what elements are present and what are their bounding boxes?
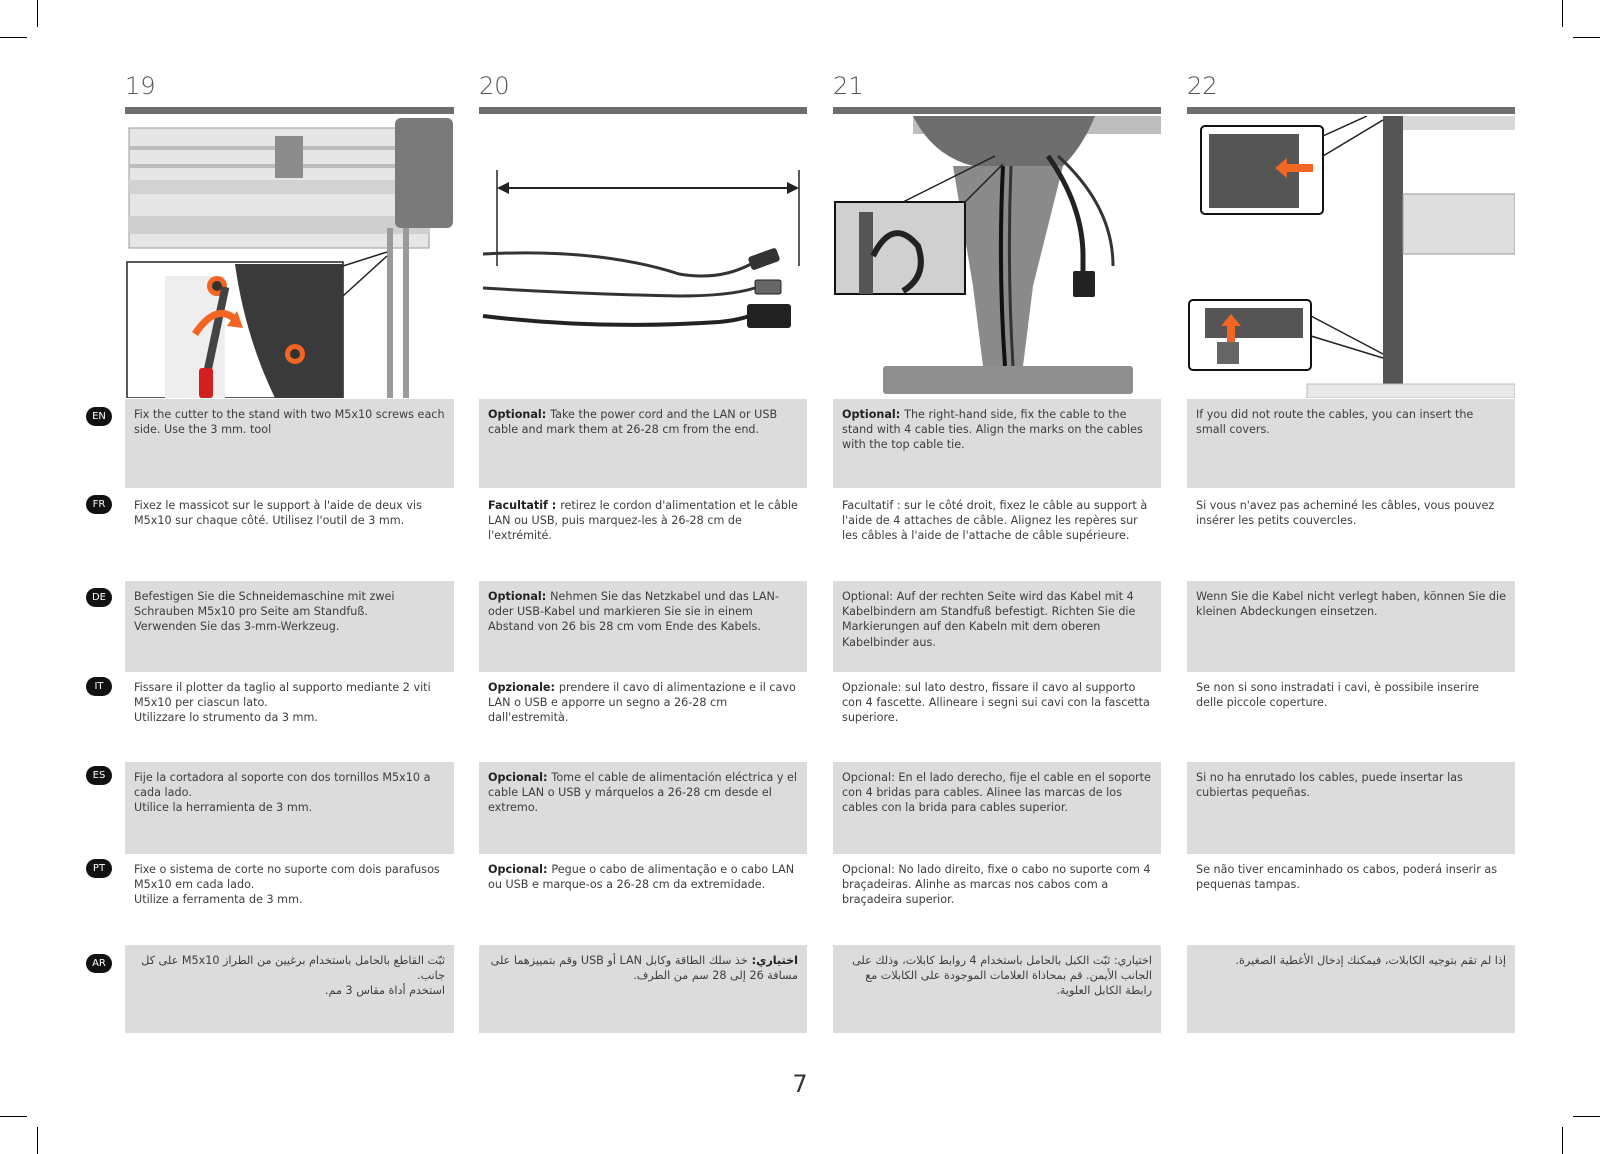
crop-mark (37, 1127, 38, 1154)
instruction-cell: Optional: Nehmen Sie das Netzkabel und d… (479, 581, 807, 672)
step-bar (833, 107, 1161, 114)
instruction-cell: Si no ha enrutado los cables, puede inse… (1187, 762, 1515, 854)
instruction-cell: ثبّت القاطع بالحامل باستخدام برغيين من ا… (125, 945, 454, 1033)
step-number: 21 (833, 72, 864, 100)
instruction-cell: Se não tiver encaminhado os cabos, poder… (1196, 863, 1498, 892)
crop-mark (1562, 0, 1563, 27)
language-badge-de: DE (86, 588, 112, 607)
step-bar (479, 107, 807, 114)
illustration-step-21 (833, 116, 1161, 398)
illustration-step-19 (125, 116, 454, 398)
instruction-cell: Opcional: En el lado derecho, fije el ca… (833, 762, 1161, 854)
instruction-cell: Fix the cutter to the stand with two M5x… (125, 399, 454, 488)
language-badge-pt: PT (86, 859, 112, 878)
step-number: 22 (1187, 72, 1218, 100)
instruction-cell: Opzionale: prendere il cavo di alimentaz… (488, 681, 796, 725)
instruction-cell: Wenn Sie die Kabel nicht verlegt haben, … (1187, 581, 1515, 672)
instruction-cell: Si vous n'avez pas acheminé les câbles, … (1196, 499, 1495, 528)
instruction-cell: Opzionale: sul lato destro, fissare il c… (842, 681, 1150, 725)
instruction-cell: اختياري: خذ سلك الطاقة وكابل LAN أو USB … (479, 945, 807, 1033)
instruction-cell: Fixez le massicot sur le support à l'aid… (134, 499, 422, 528)
illustration-step-22 (1187, 116, 1515, 398)
step-bar (1187, 107, 1515, 114)
instruction-cell: إذا لم تقم بتوجيه الكابلات، فيمكنك إدخال… (1187, 945, 1515, 1033)
instruction-cell: Optional: Auf der rechten Seite wird das… (833, 581, 1161, 672)
crop-mark (0, 1116, 27, 1117)
language-badge-es: ES (86, 766, 112, 785)
language-badge-en: EN (86, 407, 112, 426)
step-number: 20 (479, 72, 510, 100)
instruction-cell: Opcional: Pegue o cabo de alimentação e … (488, 863, 795, 892)
step-number: 19 (125, 72, 156, 100)
instruction-cell: Opcional: No lado direito, fixe o cabo n… (842, 863, 1151, 907)
instruction-cell: Facultatif : sur le côté droit, fixez le… (842, 499, 1148, 543)
instruction-cell: Facultatif : retirez le cordon d'aliment… (488, 499, 798, 543)
instruction-cell: Opcional: Tome el cable de alimentación … (479, 762, 807, 854)
language-badge-it: IT (86, 677, 112, 696)
crop-mark (0, 37, 27, 38)
instruction-cell: Se non si sono instradati i cavi, è poss… (1196, 681, 1479, 710)
instruction-cell: If you did not route the cables, you can… (1187, 399, 1515, 488)
language-badge-fr: FR (86, 495, 112, 514)
instruction-cell: Optional: The right-hand side, fix the c… (833, 399, 1161, 488)
crop-mark (37, 0, 38, 27)
instruction-cell: اختياري: ثبّت الكبل بالحامل باستخدام 4 ر… (833, 945, 1161, 1033)
instruction-cell: Fixe o sistema de corte no suporte com d… (134, 863, 440, 907)
crop-mark (1573, 37, 1600, 38)
instruction-cell: Fissare il plotter da taglio al supporto… (134, 681, 431, 725)
crop-mark (1573, 1116, 1600, 1117)
illustration-step-20 (479, 116, 807, 398)
language-badge-ar: AR (86, 954, 112, 973)
instruction-cell: Optional: Take the power cord and the LA… (479, 399, 807, 488)
step-bar (125, 107, 454, 114)
crop-mark (1562, 1127, 1563, 1154)
page-number: 7 (792, 1070, 808, 1098)
instruction-cell: Fije la cortadora al soporte con dos tor… (125, 762, 454, 854)
instruction-cell: Befestigen Sie die Schneidemaschine mit … (125, 581, 454, 672)
